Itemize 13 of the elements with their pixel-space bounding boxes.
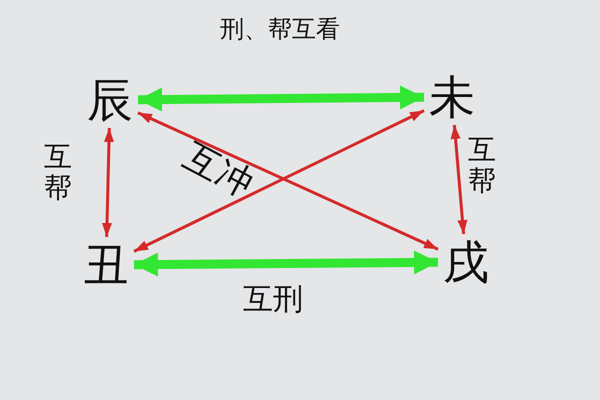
edge-label: 互刑	[243, 283, 303, 316]
edge-label: 互帮	[468, 135, 496, 197]
text-label: 互冲	[176, 134, 261, 208]
arrow	[102, 128, 114, 238]
arrow	[450, 124, 468, 234]
arrow	[134, 250, 438, 277]
edge-label: 互帮	[44, 142, 72, 204]
node-label: 未	[429, 74, 475, 120]
arrow	[138, 85, 424, 112]
node-label: 戌	[443, 239, 489, 285]
node-label: 辰	[87, 77, 133, 123]
edge-label: 刑、帮互看	[220, 16, 340, 42]
node-label: 丑	[83, 242, 129, 288]
